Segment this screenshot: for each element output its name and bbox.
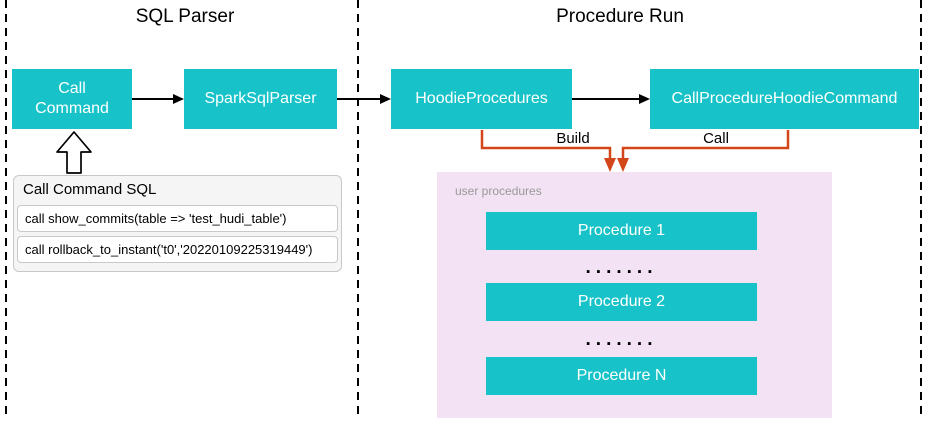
sql-list-header: Call Command SQL <box>23 181 157 198</box>
node-procedure-n: Procedure N <box>486 357 757 395</box>
node-hoodie-procedures: HoodieProcedures <box>391 69 572 129</box>
arrow-hoodieprocedures-to-callprocedurehoodiecommand <box>572 94 650 104</box>
node-procedure-2: Procedure 2 <box>486 283 757 321</box>
node-procedure-1: Procedure 1 <box>486 212 757 250</box>
build-connector <box>480 130 616 172</box>
call-command-sql-list: Call Command SQL call show_commits(table… <box>13 175 342 272</box>
node-call-procedure-hoodie-command: CallProcedureHoodieCommand <box>650 69 919 129</box>
sql-row-rollback-to-instant: call rollback_to_instant('t0','202201092… <box>17 236 338 263</box>
edge-label-call: Call <box>703 130 729 147</box>
arrow-sparksqlparser-to-hoodieprocedures <box>337 94 391 104</box>
user-procedures-label: user procedures <box>455 184 542 198</box>
ellipsis-dots-1: ....... <box>585 257 658 278</box>
node-spark-sql-parser: SparkSqlParser <box>184 69 337 129</box>
section-title-sql-parser: SQL Parser <box>135 6 235 27</box>
node-call-command: Call Command <box>12 69 132 129</box>
sql-row-show-commits: call show_commits(table => 'test_hudi_ta… <box>17 205 338 232</box>
arrow-callcommand-to-sparksqlparser <box>132 94 184 104</box>
edge-label-build: Build <box>556 130 590 147</box>
ellipsis-dots-2: ....... <box>585 329 658 350</box>
section-title-procedure-run: Procedure Run <box>556 6 684 27</box>
call-connector <box>617 130 790 172</box>
user-procedures-panel: user procedures Procedure 1 ....... Proc… <box>437 172 832 418</box>
hollow-up-arrow <box>56 131 92 174</box>
